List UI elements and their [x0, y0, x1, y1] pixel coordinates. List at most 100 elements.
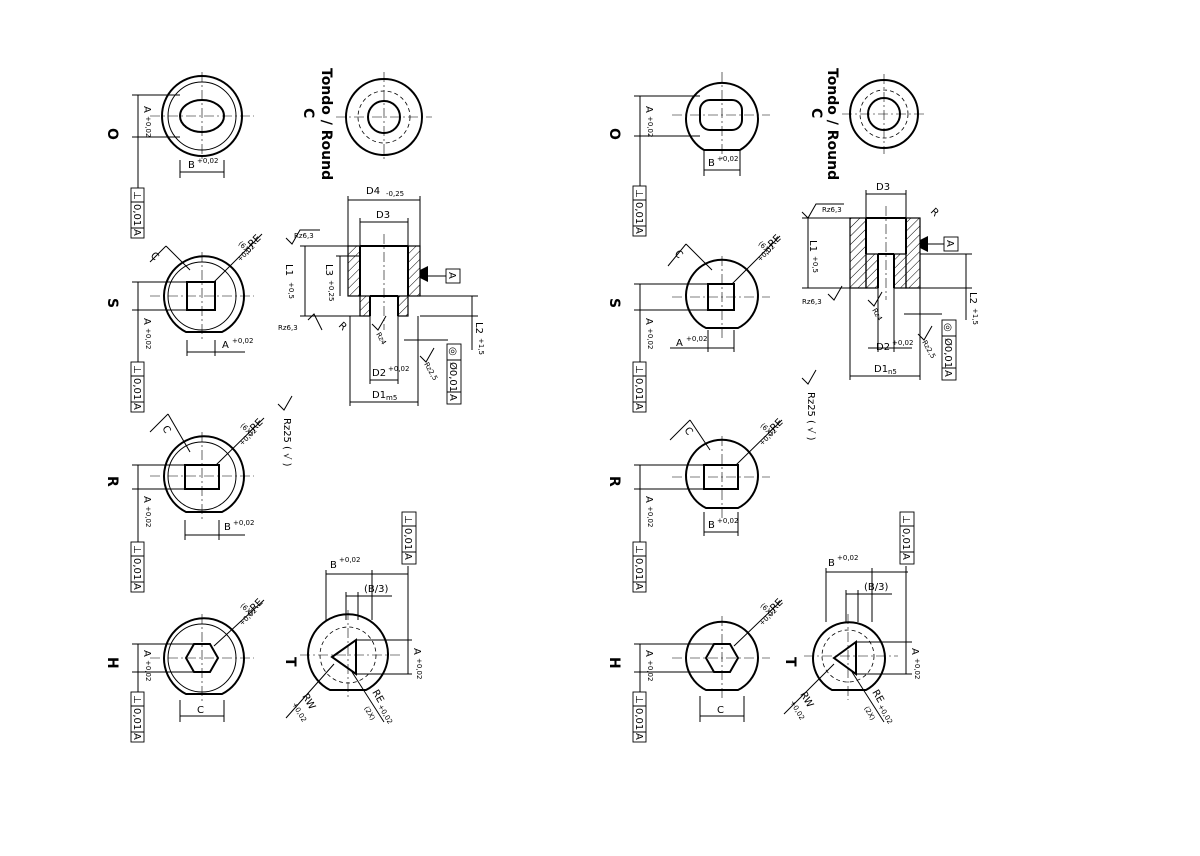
dim-l1-left: L1 — [283, 264, 294, 276]
dim-l1-left-tol: +0,5 — [287, 282, 295, 299]
perp-sym-t-right: ⊥ — [900, 515, 911, 524]
profile-s-view — [132, 233, 263, 360]
dim-b-o-tol: +0,02 — [197, 157, 218, 165]
perp-sym-o: ⊥ — [131, 191, 142, 200]
dim-d2-right: D2 — [876, 342, 890, 353]
profile-o-view — [132, 72, 254, 178]
dim-a-s: A — [141, 318, 152, 325]
dim-d4-left-tol: -0,25 — [386, 190, 404, 198]
dim-c-h-right: C — [717, 705, 724, 716]
perp-ref-r-right: A — [633, 583, 644, 590]
dim-a2-s-right: A — [676, 338, 683, 349]
dim-a-o-right: A — [643, 106, 654, 113]
dim-d1-right-fit: n5 — [888, 368, 897, 376]
datum-a-right: A — [944, 240, 955, 247]
rz4-right: Rz4 — [870, 307, 884, 323]
profile-label-r: R — [104, 476, 120, 487]
perp-frame-o — [130, 137, 145, 239]
dim-a-t-right: A — [909, 648, 920, 655]
profile-o-view-right — [634, 72, 770, 176]
perp-val-s-right: 0,01 — [633, 378, 644, 400]
profile-r-view — [132, 413, 265, 540]
dim-d3-right: D3 — [876, 182, 890, 193]
dim-a-s-right: A — [643, 318, 654, 325]
perp-sym-h-right: ⊥ — [633, 695, 644, 704]
profile-label-t: T — [282, 657, 298, 667]
dim-a2-s: A — [222, 340, 229, 351]
round-title-left: Tondo / Round — [318, 68, 334, 180]
dim-d4-left: D4 — [366, 186, 380, 197]
dim-a-h-right: A — [643, 650, 654, 657]
dim-d3-left: D3 — [376, 210, 390, 221]
dim-b-o-right: B — [708, 158, 715, 169]
dim-l3-left: L3 — [323, 264, 334, 276]
dim-b-r-right-tol: +0,02 — [717, 517, 738, 525]
conc-val-right: Ø0,01 — [942, 338, 954, 368]
perp-ref-t-left: A — [402, 553, 413, 560]
rz25-left: Rz2,5 — [422, 361, 439, 382]
dim-a2-s-right-tol: +0,02 — [686, 335, 707, 343]
conc-val-left: Ø0,01 — [447, 362, 459, 392]
profile-label-o-right: O — [606, 128, 622, 140]
perp-sym-r-right: ⊥ — [633, 545, 644, 554]
conc-sym-left: ◎ — [447, 347, 458, 356]
dim-c-r: C — [159, 424, 172, 436]
rz63-bottom-left: Rz6,3 — [278, 324, 298, 332]
rz63-top-left: Rz6,3 — [294, 232, 314, 240]
profile-label-s-right: S — [606, 298, 622, 308]
dim-a-r: A — [141, 496, 152, 503]
left-sheet: O S R H T A +0,02 B +0,02 ⊥ — [104, 68, 485, 743]
dim-a-t-right-tol: +0,02 — [913, 658, 921, 679]
radius-right: R — [928, 206, 941, 219]
dim-a-o-tol: +0,02 — [144, 116, 152, 137]
perp-ref-r: A — [131, 583, 142, 590]
conc-sym-right: ◎ — [942, 323, 953, 332]
perp-frame-h — [130, 672, 145, 743]
perp-sym-o-right: ⊥ — [633, 189, 644, 198]
dim-l2-left: L2 — [473, 322, 484, 334]
dim-d2-right-tol: +0,02 — [892, 339, 913, 347]
perp-val-h-right: 0,01 — [633, 708, 644, 730]
rz63-bottom-right: Rz6,3 — [802, 298, 822, 306]
dim-b-r-right: B — [708, 520, 715, 531]
perp-val-r-right: 0,01 — [633, 558, 644, 580]
perp-sym-t-left: ⊥ — [402, 515, 413, 524]
section-view-left — [285, 196, 478, 406]
dim-a-r-tol: +0,02 — [144, 506, 152, 527]
perp-sym-s: ⊥ — [131, 365, 142, 374]
dim-b-t-right: B — [828, 558, 835, 569]
profile-t-view-right — [783, 511, 915, 723]
profile-label-s: S — [104, 298, 120, 308]
dim-l1-right: L1 — [807, 240, 818, 252]
perp-ref-s-right: A — [633, 403, 644, 410]
dim-a-s-tol: +0,02 — [144, 328, 152, 349]
perp-frame-r-right — [632, 489, 647, 593]
round-view-left — [336, 72, 432, 162]
dim-b-o: B — [188, 160, 195, 171]
dim-d1-right: D1 — [874, 364, 888, 375]
dim-b3-t-left: (B/3) — [364, 584, 388, 595]
section-view-right — [801, 190, 972, 381]
dim-a-r-right-tol: +0,02 — [646, 506, 654, 527]
dim-d1-left-fit: m5 — [386, 394, 397, 402]
dim-a2-s-tol: +0,02 — [232, 337, 253, 345]
dim-d2-left: D2 — [372, 368, 386, 379]
round-view-right — [842, 74, 926, 154]
rz25-right: Rz2,5 — [920, 339, 937, 360]
dim-b-r-tol: +0,02 — [233, 519, 254, 527]
datum-a-left: A — [446, 272, 457, 279]
profile-label-o: O — [104, 128, 120, 140]
dim-c-h: C — [197, 705, 204, 716]
profile-label-h-right: H — [606, 657, 622, 669]
rz63-top-right: Rz6,3 — [822, 206, 842, 214]
perp-val-r: 0,01 — [131, 558, 142, 580]
perp-val-o: 0,01 — [131, 204, 142, 226]
dim-c-s: C — [148, 250, 161, 263]
right-sheet: O S R H T A +0,02 B +0,02 ⊥ 0,01 — [606, 68, 979, 743]
perp-ref-s: A — [131, 403, 142, 410]
dim-l2-right-tol: +1,5 — [971, 308, 979, 325]
general-roughness-symbol-left — [277, 395, 293, 411]
dim-a-h-right-tol: +0,02 — [646, 660, 654, 681]
perp-val-h: 0,01 — [131, 708, 142, 730]
